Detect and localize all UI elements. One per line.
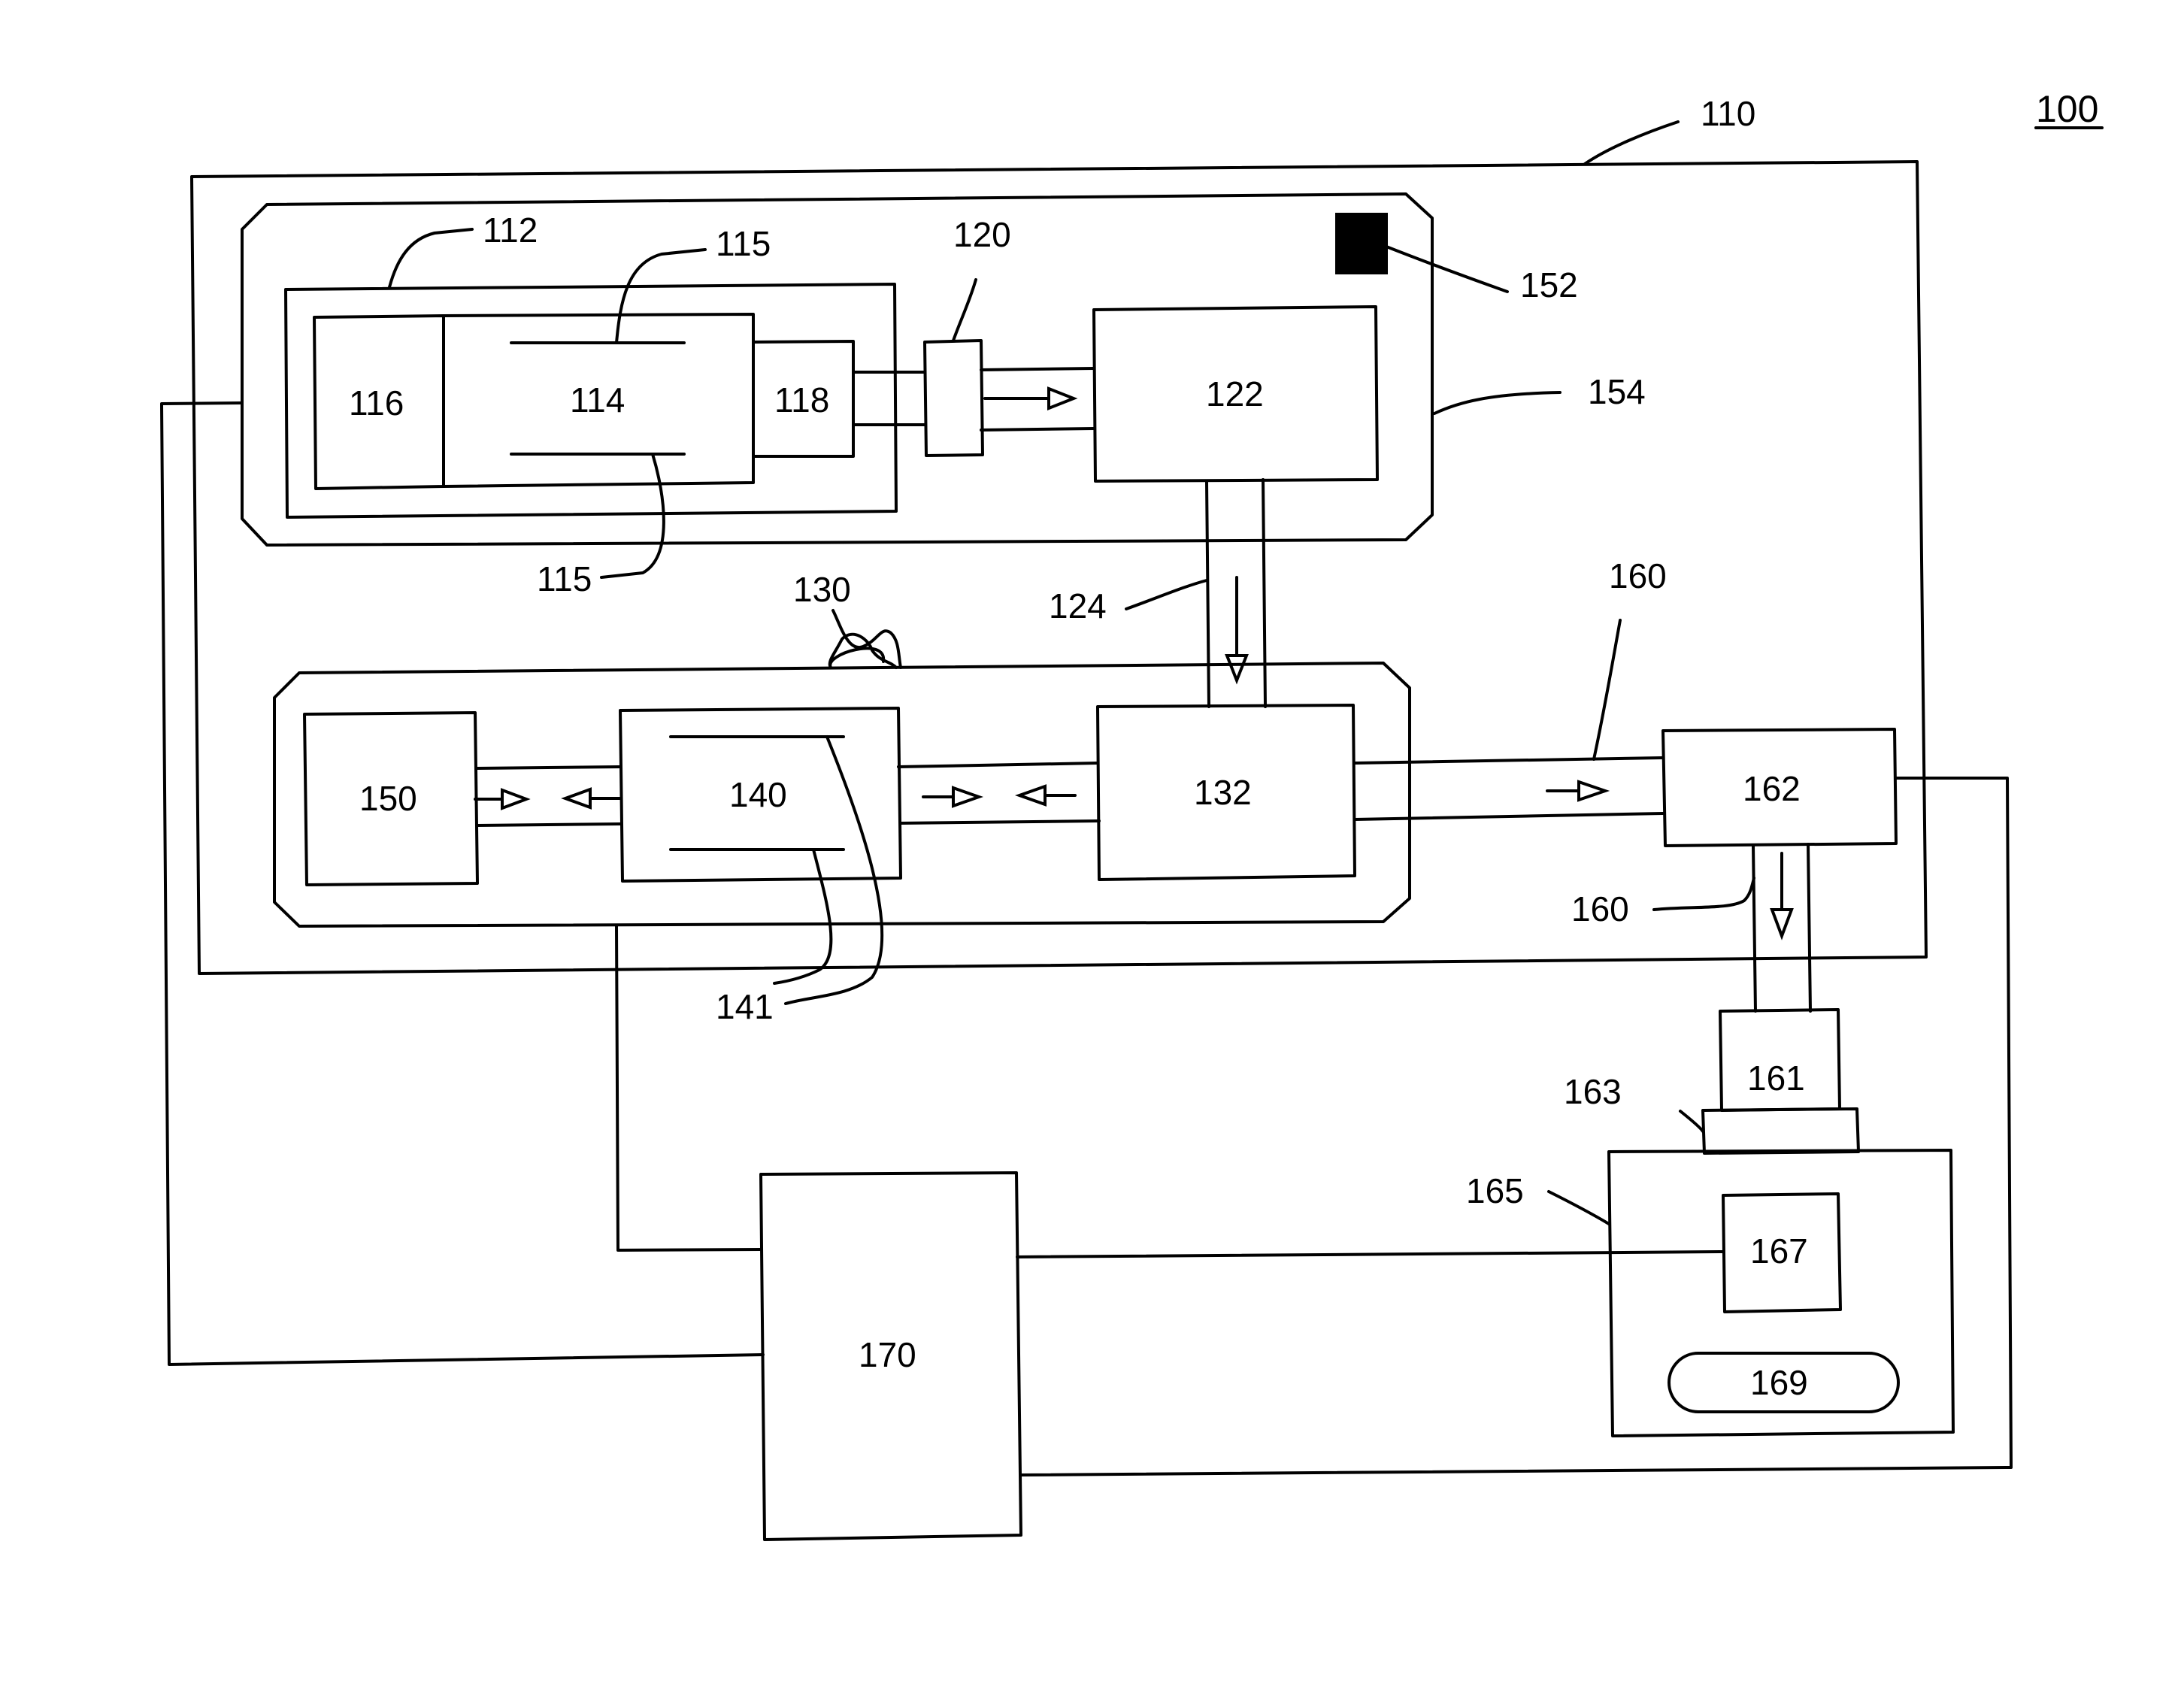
block-116-label: 116 [349,383,404,422]
flow-arrow-to-132-head [953,788,979,806]
block-167-label: 167 [1750,1231,1808,1270]
label-160-upper: 160 [1609,556,1667,595]
label-165: 165 [1466,1171,1524,1210]
channel-120-122-top [981,368,1094,370]
leader-152 [1386,247,1507,292]
channel-140-132-top [898,763,1098,767]
wire-170-to-130 [616,926,762,1250]
leader-124 [1126,580,1207,609]
label-160-lower: 160 [1571,889,1629,928]
flow-arrow-from-132-head [1019,786,1045,804]
leader-130 [830,634,896,668]
label-154: 154 [1588,372,1646,411]
block-114-label: 114 [570,380,625,419]
leader-115-lower [601,454,664,577]
block-170-label: 170 [859,1335,916,1374]
sensor-152 [1337,214,1386,273]
channel-124-left [1207,481,1209,707]
wire-170-to-162 [1021,778,2011,1475]
flow-arrow-120-122-head [1049,389,1074,408]
block-118-label: 118 [774,380,829,419]
block-122-label: 122 [1206,374,1264,413]
label-163: 163 [1564,1072,1622,1111]
housing-154 [242,194,1432,545]
block-162-label: 162 [1743,769,1801,808]
label-115-upper: 115 [716,224,771,263]
channel-160-top [1355,758,1663,763]
leader-110 [1585,122,1678,164]
channel-160-bottom [1355,813,1663,819]
flow-arrow-to-150-head [502,790,526,808]
leader-141-lower [774,850,831,983]
label-110: 110 [1701,94,1755,133]
channel-150-140-top [477,767,620,768]
flow-arrow-160-down-head [1772,910,1792,936]
label-152: 152 [1520,265,1578,304]
element-120 [925,341,983,456]
flow-arrow-to-140-head [565,789,590,807]
label-141: 141 [716,987,774,1026]
leader-163 [1680,1111,1703,1131]
leader-165 [1549,1192,1609,1224]
leader-120 [953,280,976,341]
channel-160-down-left [1753,846,1755,1011]
label-130: 130 [793,570,851,609]
channel-124-right [1263,480,1265,707]
figure-ref-100: 100 [2036,88,2098,130]
channel-120-122-bottom [981,429,1094,430]
flow-arrow-160-head [1579,782,1605,800]
block-132-label: 132 [1194,773,1252,812]
block-161-label: 161 [1747,1058,1805,1098]
channel-150-140-bottom [477,824,620,825]
connector-163 [1703,1109,1858,1153]
flow-arrow-124-head [1227,656,1246,680]
leader-154 [1434,392,1560,413]
leader-160-lower [1654,878,1754,910]
leader-160-upper [1594,620,1620,759]
leader-141-upper [786,737,882,1004]
block-150-label: 150 [359,779,417,818]
leader-115-upper [616,250,705,343]
block-169-label: 169 [1750,1363,1808,1402]
label-115-lower: 115 [537,559,592,598]
block-140-label: 140 [729,775,787,814]
leader-112 [389,229,472,287]
wire-170-to-167 [1017,1252,1723,1257]
label-124: 124 [1049,586,1107,625]
label-120: 120 [953,215,1011,254]
channel-160-down-right [1808,844,1810,1011]
label-112: 112 [483,210,538,250]
channel-140-132-bottom [901,821,1099,823]
